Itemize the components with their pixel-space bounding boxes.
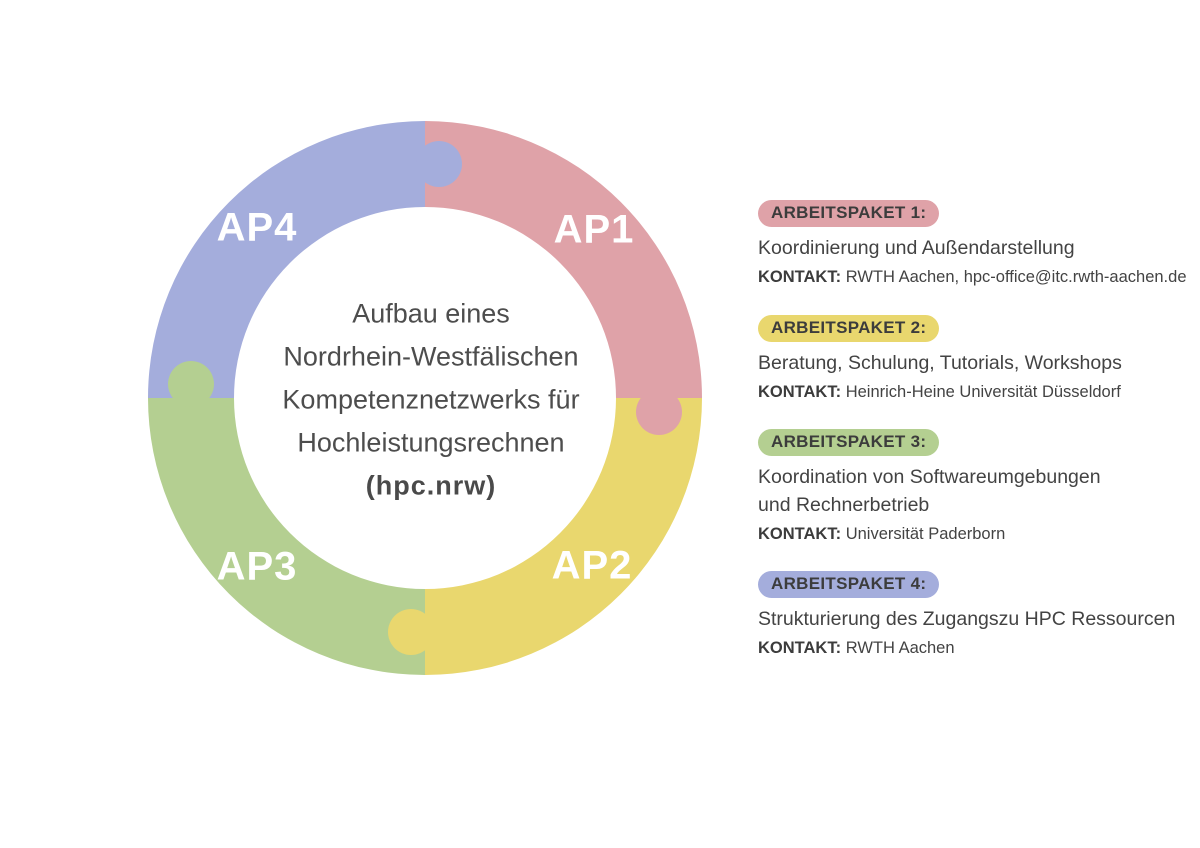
- work-package-3-kontakt: KONTAKT: Universität Paderborn: [758, 525, 1188, 544]
- kontakt-value: RWTH Aachen: [845, 639, 955, 657]
- work-package-3-description: Koordination von Softwareumgebungen: [758, 466, 1101, 488]
- work-package-4-badge: ARBEITSPAKET 4:: [758, 571, 940, 598]
- work-package-2-kontakt: KONTAKT: Heinrich-Heine Universität Düss…: [758, 383, 1188, 402]
- work-package-4-description: Strukturierung des Zugangszu HPC Ressour…: [758, 608, 1176, 630]
- segment-label-ap3: AP3: [216, 544, 298, 589]
- work-package-4-kontakt: KONTAKT: RWTH Aachen: [758, 639, 1188, 658]
- segment-ap3-arc: [148, 398, 425, 675]
- segment-label-ap4: AP4: [216, 205, 298, 250]
- kontakt-label: KONTAKT:: [758, 383, 842, 401]
- center-title-line-4: Hochleistungsrechnen: [297, 427, 565, 458]
- work-package-3-badge: ARBEITSPAKET 3:: [758, 429, 940, 456]
- segment-ap4-arc: [148, 121, 425, 398]
- kontakt-label: KONTAKT:: [758, 525, 842, 543]
- tab-ap4-into-ap1: [416, 141, 462, 187]
- work-package-3: ARBEITSPAKET 3: Koordination von Softwar…: [758, 429, 1188, 544]
- work-package-3-description-2: und Rechnerbetrieb: [758, 494, 930, 516]
- kontakt-value: RWTH Aachen, hpc-office@itc.rwth-aachen.…: [845, 268, 1187, 286]
- work-package-2-badge: ARBEITSPAKET 2:: [758, 315, 940, 342]
- segment-label-ap2: AP2: [551, 543, 633, 588]
- tab-ap3-into-ap4: [168, 361, 214, 407]
- tab-ap1-into-ap2: [636, 389, 682, 435]
- work-package-2-description: Beratung, Schulung, Tutorials, Workshops: [758, 352, 1122, 374]
- work-package-1-badge: ARBEITSPAKET 1:: [758, 200, 940, 227]
- center-title-brand: (hpc.nrw): [365, 470, 497, 501]
- kontakt-label: KONTAKT:: [758, 639, 842, 657]
- center-title-line-2: Nordrhein-Westfälischen: [283, 341, 579, 372]
- work-package-2: ARBEITSPAKET 2: Beratung, Schulung, Tuto…: [758, 315, 1188, 402]
- segment-label-ap1: AP1: [553, 207, 635, 252]
- kontakt-value: Heinrich-Heine Universität Düsseldorf: [845, 383, 1121, 401]
- work-package-1: ARBEITSPAKET 1: Koordinierung und Außend…: [758, 200, 1188, 287]
- diagram-center-title: Aufbau eines Nordrhein-Westfälischen Kom…: [251, 293, 611, 508]
- work-package-1-kontakt: KONTAKT: RWTH Aachen, hpc-office@itc.rwt…: [758, 268, 1188, 287]
- work-package-4: ARBEITSPAKET 4: Strukturierung des Zugan…: [758, 571, 1188, 658]
- kontakt-value: Universität Paderborn: [845, 525, 1006, 543]
- segment-ap2-arc: [425, 398, 702, 675]
- center-title-line-1: Aufbau eines: [352, 298, 510, 329]
- segment-ap1-arc: [425, 121, 702, 398]
- work-package-1-description: Koordinierung und Außendarstellung: [758, 237, 1075, 259]
- tab-ap2-into-ap3: [388, 609, 434, 655]
- kontakt-label: KONTAKT:: [758, 268, 842, 286]
- center-title-line-3: Kompetenznetzwerks für: [282, 384, 580, 415]
